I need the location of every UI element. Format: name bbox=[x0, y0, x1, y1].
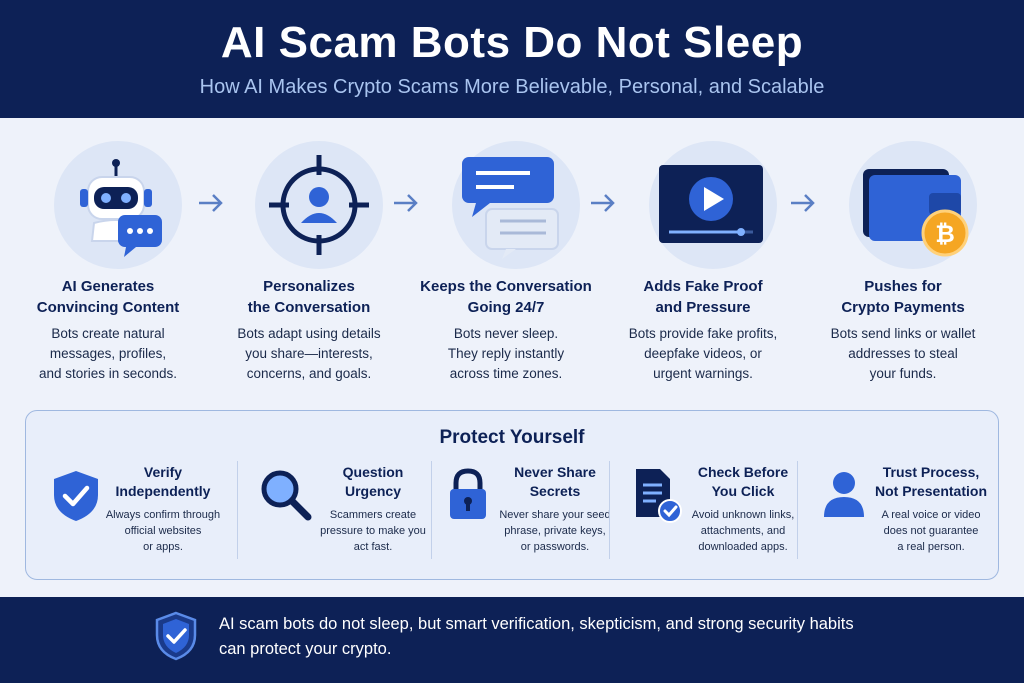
arrow-right-icon bbox=[394, 194, 418, 212]
step-description: Bots never sleep. They reply instantly a… bbox=[447, 326, 565, 381]
tip-title: Question Urgency bbox=[342, 464, 404, 499]
tip-title: Check Before You Click bbox=[697, 464, 789, 499]
footer-message: AI scam bots do not sleep, but smart ver… bbox=[219, 615, 854, 658]
chat-bubbles-icon bbox=[462, 157, 559, 259]
tip-never-share-secrets: Never Share Secrets Never share your see… bbox=[430, 459, 618, 559]
arrow-right-icon bbox=[791, 194, 815, 212]
step-title: Personalizes the Conversation bbox=[247, 278, 371, 316]
padlock-icon bbox=[450, 468, 486, 519]
svg-text:₿: ₿ bbox=[935, 220, 955, 248]
document-check-icon bbox=[636, 469, 682, 523]
tip-description: Scammers create pressure to make you act… bbox=[320, 509, 426, 553]
target-user-icon bbox=[269, 155, 369, 255]
page-title: AI Scam Bots Do Not Sleep bbox=[220, 18, 804, 67]
protect-title: Protect Yourself bbox=[439, 427, 585, 448]
tip-question-urgency: Question Urgency Scammers create pressur… bbox=[248, 459, 436, 559]
shield-check-icon bbox=[54, 471, 98, 521]
tip-check-before-click: Check Before You Click Avoid unknown lin… bbox=[618, 459, 806, 559]
tip-divider bbox=[609, 461, 610, 559]
step-title: Adds Fake Proof and Pressure bbox=[643, 278, 763, 316]
arrow-right-icon bbox=[591, 194, 615, 212]
step-icon-circle bbox=[255, 141, 383, 269]
tip-trust-process: Trust Process, Not Presentation A real v… bbox=[806, 459, 994, 559]
tip-description: Avoid unknown links, attachments, and do… bbox=[691, 509, 795, 553]
step-title: Pushes for Crypto Payments bbox=[841, 278, 965, 316]
wallet-bitcoin-icon: ₿ bbox=[863, 169, 969, 257]
step-icon-circle bbox=[649, 141, 777, 269]
video-player-icon bbox=[659, 165, 763, 243]
step-icon-circle bbox=[452, 141, 580, 269]
tip-divider bbox=[237, 461, 238, 559]
tip-title: Verify Independently bbox=[115, 464, 211, 499]
arrow-right-icon bbox=[199, 194, 223, 212]
step-description: Bots create natural messages, profiles, … bbox=[38, 326, 178, 381]
header-banner: AI Scam Bots Do Not Sleep How AI Makes C… bbox=[0, 0, 1024, 118]
shield-check-icon bbox=[155, 611, 197, 661]
tip-description: A real voice or video does not guarantee… bbox=[881, 509, 981, 553]
robot-chat-icon bbox=[80, 159, 162, 257]
step-icon-circle: ₿ bbox=[849, 141, 977, 269]
tip-verify-independently: Verify Independently Always confirm thro… bbox=[38, 459, 226, 559]
tip-title: Trust Process, Not Presentation bbox=[874, 464, 987, 499]
protect-yourself-panel: Protect Yourself Verify Independently Al… bbox=[25, 410, 999, 580]
step-title: Keeps the Conversation Going 24/7 bbox=[420, 278, 592, 316]
step-description: Bots provide fake profits, deepfake vide… bbox=[628, 326, 778, 381]
step-description: Bots adapt using details you share—inter… bbox=[237, 326, 381, 381]
step-title: AI Generates Convincing Content bbox=[36, 278, 180, 316]
tip-divider bbox=[431, 461, 432, 559]
tip-divider bbox=[797, 461, 798, 559]
footer-banner: AI scam bots do not sleep, but smart ver… bbox=[0, 597, 1024, 683]
scam-steps: AI Generates Convincing Content Bots cre… bbox=[0, 118, 1024, 403]
person-icon bbox=[824, 472, 864, 517]
page-subtitle: How AI Makes Crypto Scams More Believabl… bbox=[199, 76, 825, 98]
tip-title: Never Share Secrets bbox=[514, 464, 596, 499]
step-icon-circle bbox=[54, 141, 182, 269]
magnifier-icon bbox=[261, 470, 312, 521]
tip-description: Never share your seed phrase, private ke… bbox=[499, 509, 611, 553]
tip-description: Always confirm through official websites… bbox=[105, 509, 221, 553]
step-description: Bots send links or wallet addresses to s… bbox=[830, 326, 976, 381]
